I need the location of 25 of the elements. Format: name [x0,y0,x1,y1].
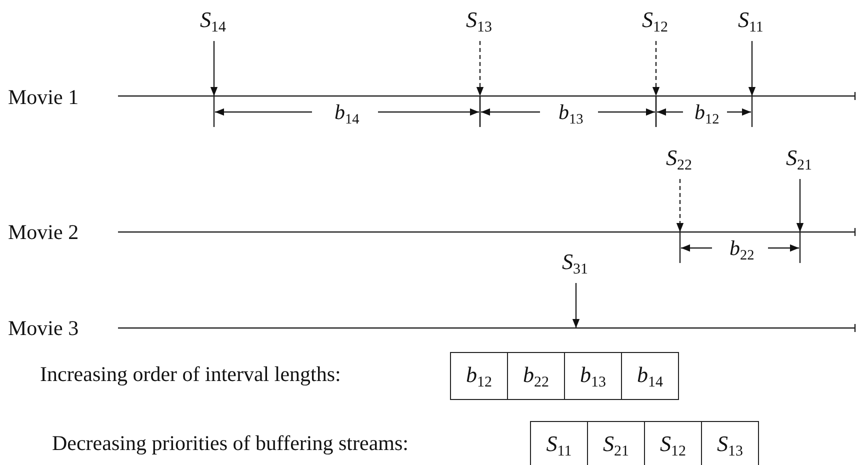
timeline-label: Movie 3 [8,315,79,341]
arrow [748,41,756,96]
table-cell: S$_{13}$ [701,421,759,465]
stream-label: S$_{11}$ [738,7,764,40]
table-cell: S$_{11}$ [530,421,588,465]
stream-label: S$_{31}$ [562,249,588,282]
arrow [652,41,660,96]
timeline-label: Movie 1 [8,84,79,110]
stream-label: S$_{14}$ [200,7,226,40]
arrow [476,41,484,96]
arrow [676,179,684,232]
arrow [796,179,804,232]
table-cell: b$_{12}$ [450,352,508,400]
stream-label: S$_{12}$ [642,7,668,40]
row-heading: Increasing order of interval lengths: [40,361,341,387]
arrow [572,283,580,328]
stream-label: S$_{22}$ [666,145,692,178]
stream-label: S$_{21}$ [786,145,812,178]
table-cell: b$_{14}$ [621,352,679,400]
timeline-label: Movie 2 [8,219,79,245]
arrow [210,41,218,96]
table-cell: b$_{22}$ [507,352,565,400]
stream-label: S$_{13}$ [466,7,492,40]
row-heading: Decreasing priorities of buffering streams: [52,430,408,456]
table-cell: b$_{13}$ [564,352,622,400]
